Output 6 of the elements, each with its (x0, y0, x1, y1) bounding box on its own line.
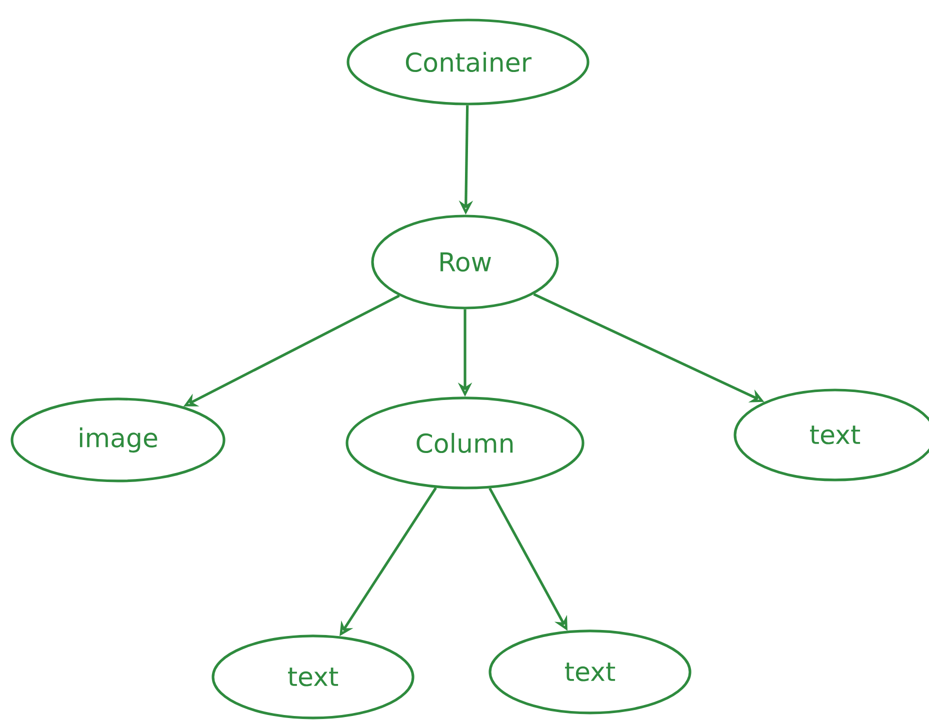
ellipse-node: image (10, 398, 226, 482)
ellipse-node: Column (346, 396, 584, 490)
ellipse-node: text (212, 634, 414, 720)
ellipse-node: text (488, 630, 692, 714)
ellipse-node: Row (371, 214, 559, 310)
ellipse-node: Container (346, 18, 590, 106)
